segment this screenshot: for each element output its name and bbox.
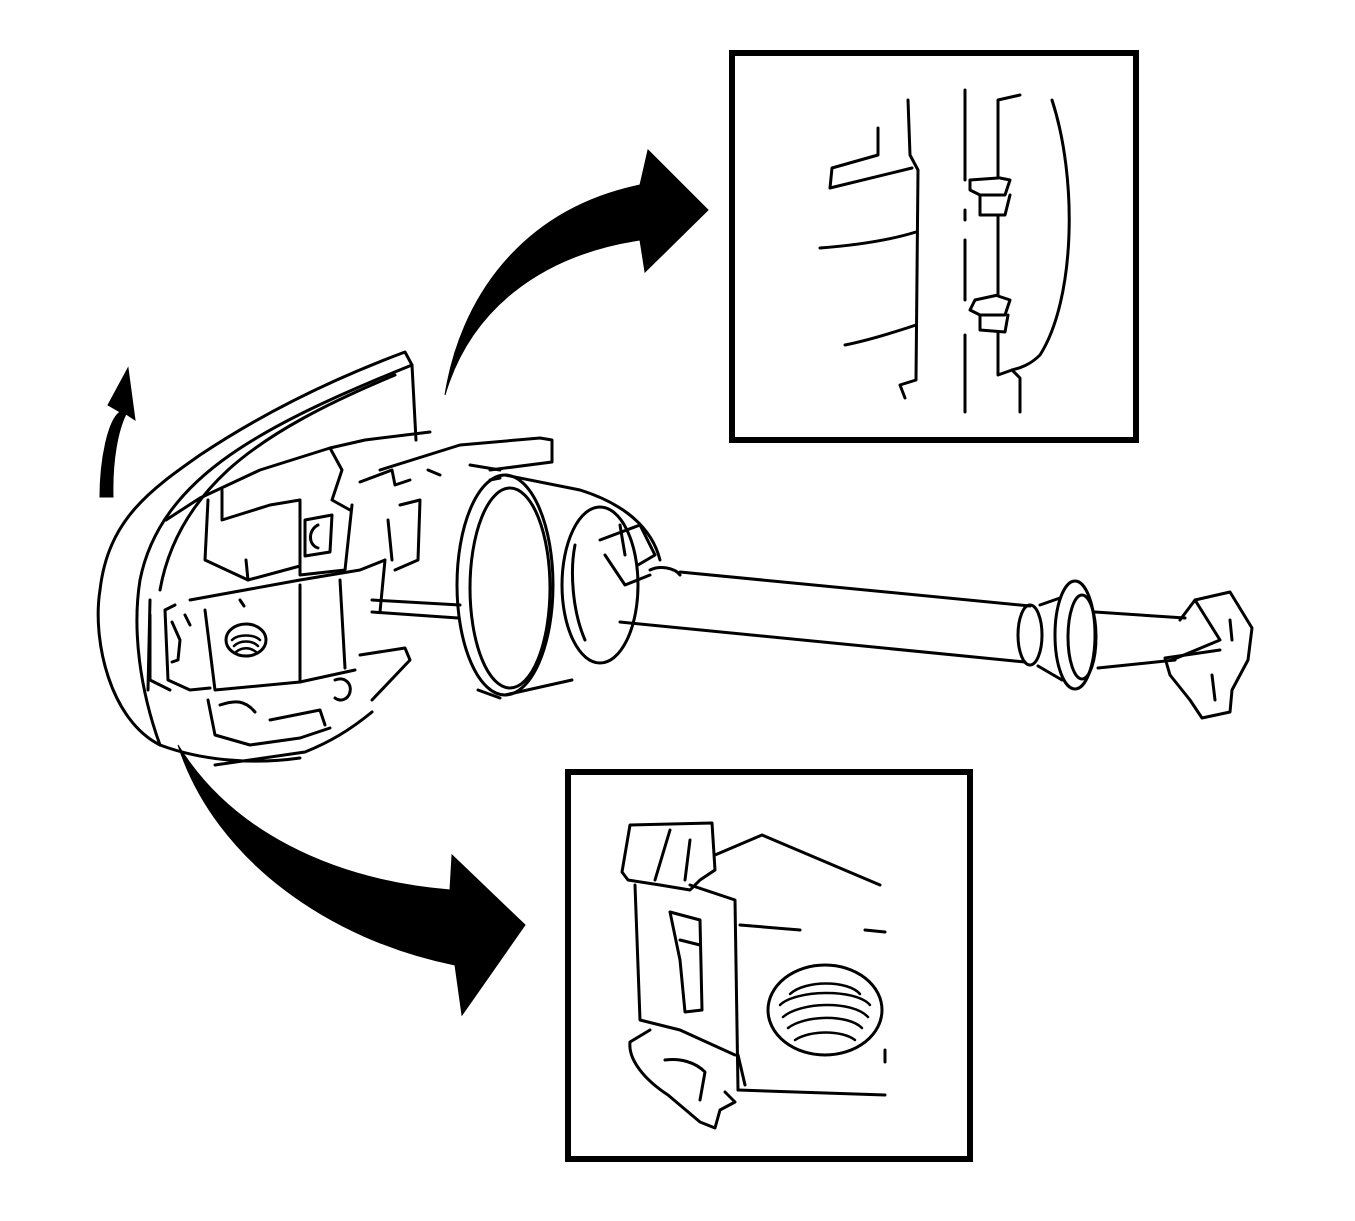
key-head (1163, 590, 1254, 720)
housing-bezel (96, 350, 418, 767)
inset-frame-upper (729, 50, 1139, 443)
cylinder-barrel (455, 473, 682, 700)
rotate-up-arrow-icon (99, 366, 136, 498)
threaded-hole-detail (565, 769, 973, 1162)
key-shaft (618, 570, 1187, 691)
callout-arrow-upper-icon (444, 149, 709, 396)
callout-arrow-lower-icon (177, 744, 526, 1017)
threaded-boss (224, 622, 268, 658)
lock-cylinder-assembly (96, 350, 1254, 767)
lock-body (148, 430, 554, 747)
latch-tab-detail (729, 50, 1139, 443)
